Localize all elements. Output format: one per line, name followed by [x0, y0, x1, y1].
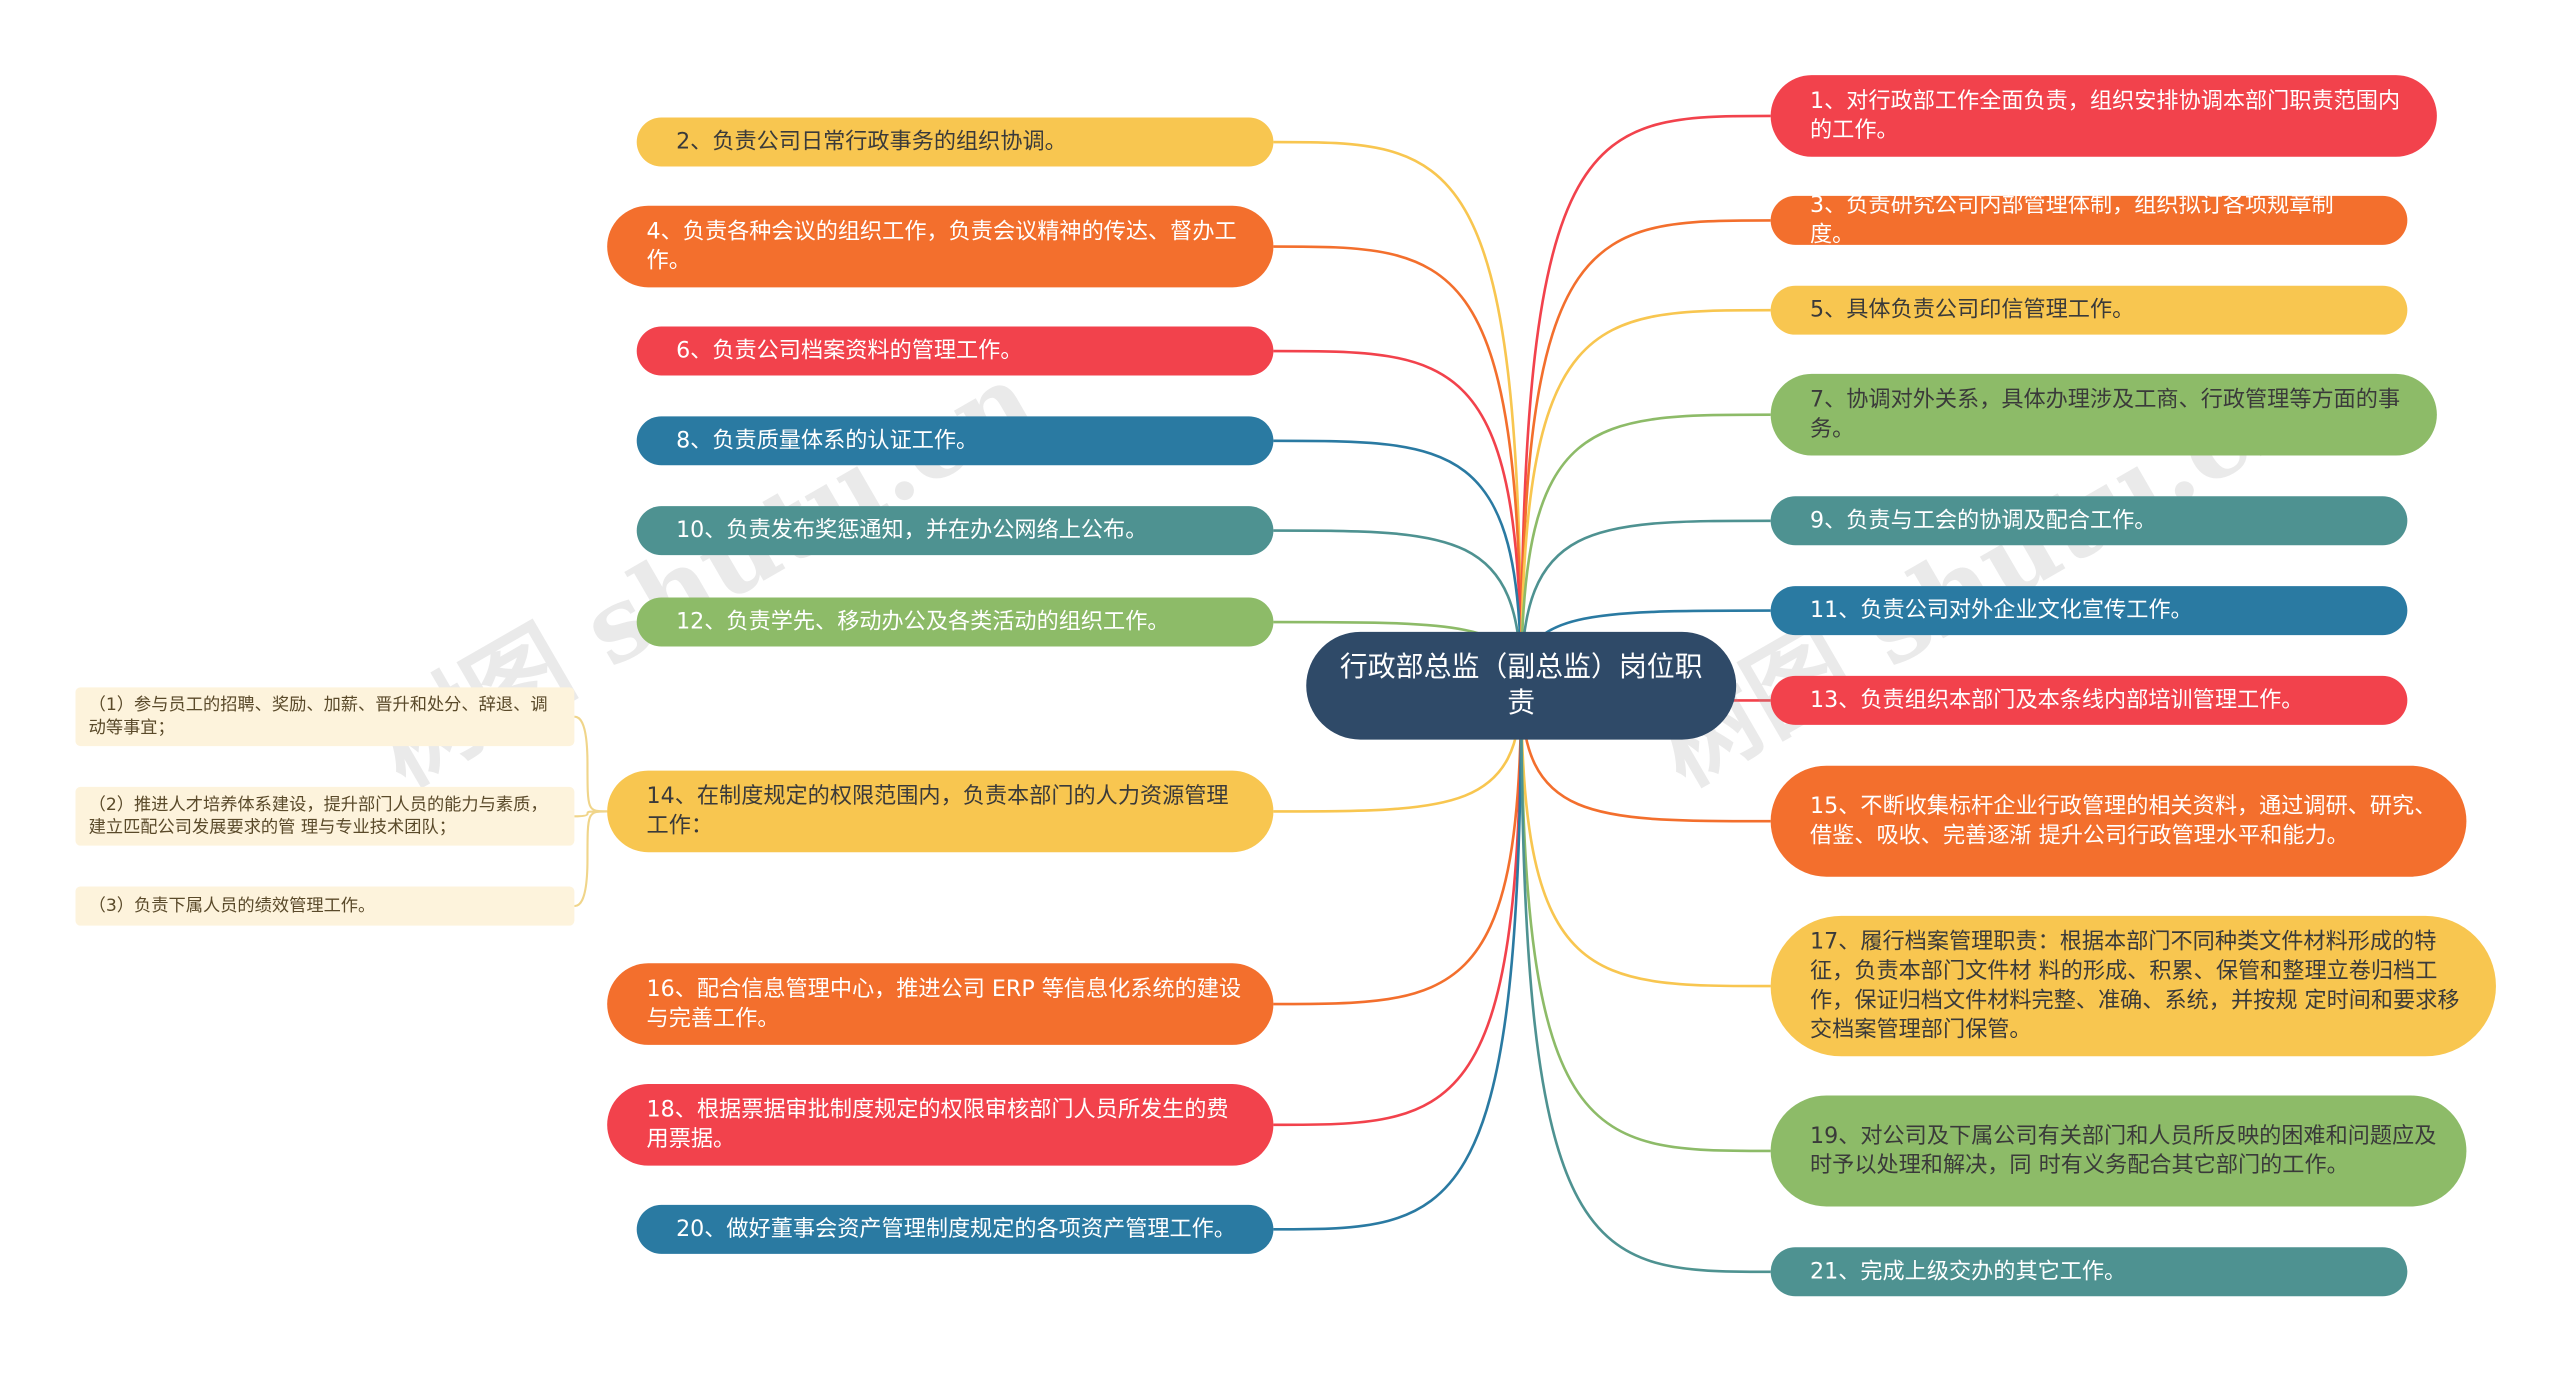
branch-node-8[interactable]: 8、负责质量体系的认证工作。: [636, 416, 1274, 466]
branch-node-2[interactable]: 2、负责公司日常行政事务的组织协调。: [636, 117, 1274, 167]
branch-node-15[interactable]: 15、不断收集标杆企业行政管理的相关资料，通过调研、研究、借鉴、吸收、完善逐渐 …: [1770, 765, 2467, 877]
connector-line: [1519, 114, 1771, 686]
connector-line: [1273, 685, 1523, 1127]
branch-node-9[interactable]: 9、负责与工会的协调及配合工作。: [1770, 496, 2408, 546]
sub-connector-line: [574, 810, 608, 908]
connector-line: [1273, 439, 1523, 686]
connector-line: [1519, 413, 1771, 686]
connector-line: [1519, 219, 1771, 686]
connector-line: [1273, 529, 1523, 686]
branch-node-14[interactable]: 14、在制度规定的权限范围内，负责本部门的人力资源管理工作：: [607, 770, 1274, 853]
branch-node-11[interactable]: 11、负责公司对外企业文化宣传工作。: [1770, 586, 2408, 636]
connector-line: [1273, 685, 1523, 1231]
branch-node-10[interactable]: 10、负责发布奖惩通知，并在办公网络上公布。: [636, 506, 1274, 556]
sub-node-14-1[interactable]: （1）参与员工的招聘、奖励、加薪、晋升和处分、辞退、调动等事宜；: [75, 687, 575, 747]
branch-node-1[interactable]: 1、对行政部工作全面负责，组织安排协调本部门职责范围内的工作。: [1770, 75, 2437, 157]
branch-node-21[interactable]: 21、完成上级交办的其它工作。: [1770, 1247, 2408, 1297]
sub-node-14-3[interactable]: （3）负责下属人员的绩效管理工作。: [75, 886, 575, 926]
branch-node-16[interactable]: 16、配合信息管理中心，推进公司 ERP 等信息化系统的建设与完善工作。: [607, 963, 1274, 1045]
central-topic[interactable]: 行政部总监（副总监）岗位职责: [1306, 631, 1737, 740]
connector-line: [1519, 308, 1771, 686]
branch-node-20[interactable]: 20、做好董事会资产管理制度规定的各项资产管理工作。: [636, 1204, 1274, 1254]
sub-node-14-2[interactable]: （2）推进人才培养体系建设，提升部门人员的能力与素质，建立匹配公司发展要求的管 …: [75, 786, 575, 846]
connector-line: [1519, 519, 1771, 686]
branch-node-12[interactable]: 12、负责学先、移动办公及各类活动的组织工作。: [636, 597, 1274, 647]
branch-node-17[interactable]: 17、履行档案管理职责：根据本部门不同种类文件材料形成的特征，负责本部门文件材 …: [1770, 915, 2496, 1057]
branch-node-5[interactable]: 5、具体负责公司印信管理工作。: [1770, 285, 2408, 335]
branch-node-13[interactable]: 13、负责组织本部门及本条线内部培训管理工作。: [1770, 675, 2408, 725]
connector-line: [1273, 245, 1523, 686]
connector-line: [1519, 685, 1771, 988]
branch-node-7[interactable]: 7、协调对外关系，具体办理涉及工商、行政管理等方面的事务。: [1770, 373, 2437, 456]
branch-node-4[interactable]: 4、负责各种会议的组织工作，负责会议精神的传达、督办工作。: [607, 205, 1274, 288]
connector-line: [1273, 349, 1523, 686]
connector-line: [1273, 685, 1523, 1006]
branch-node-19[interactable]: 19、对公司及下属公司有关部门和人员所反映的困难和问题应及时予以处理和解决，同 …: [1770, 1095, 2467, 1207]
branch-node-3[interactable]: 3、负责研究公司内部管理体制，组织拟订各项规章制度。: [1770, 193, 2408, 248]
connector-line: [1273, 140, 1523, 686]
connector-line: [1519, 685, 1771, 1153]
sub-connector-line: [574, 715, 608, 813]
branch-node-18[interactable]: 18、根据票据审批制度规定的权限审核部门人员所发生的费用票据。: [607, 1084, 1274, 1166]
branch-node-6[interactable]: 6、负责公司档案资料的管理工作。: [636, 326, 1274, 376]
central-topic-label: 行政部总监（副总监）岗位职责: [1339, 651, 1703, 720]
connector-line: [1519, 685, 1771, 1274]
